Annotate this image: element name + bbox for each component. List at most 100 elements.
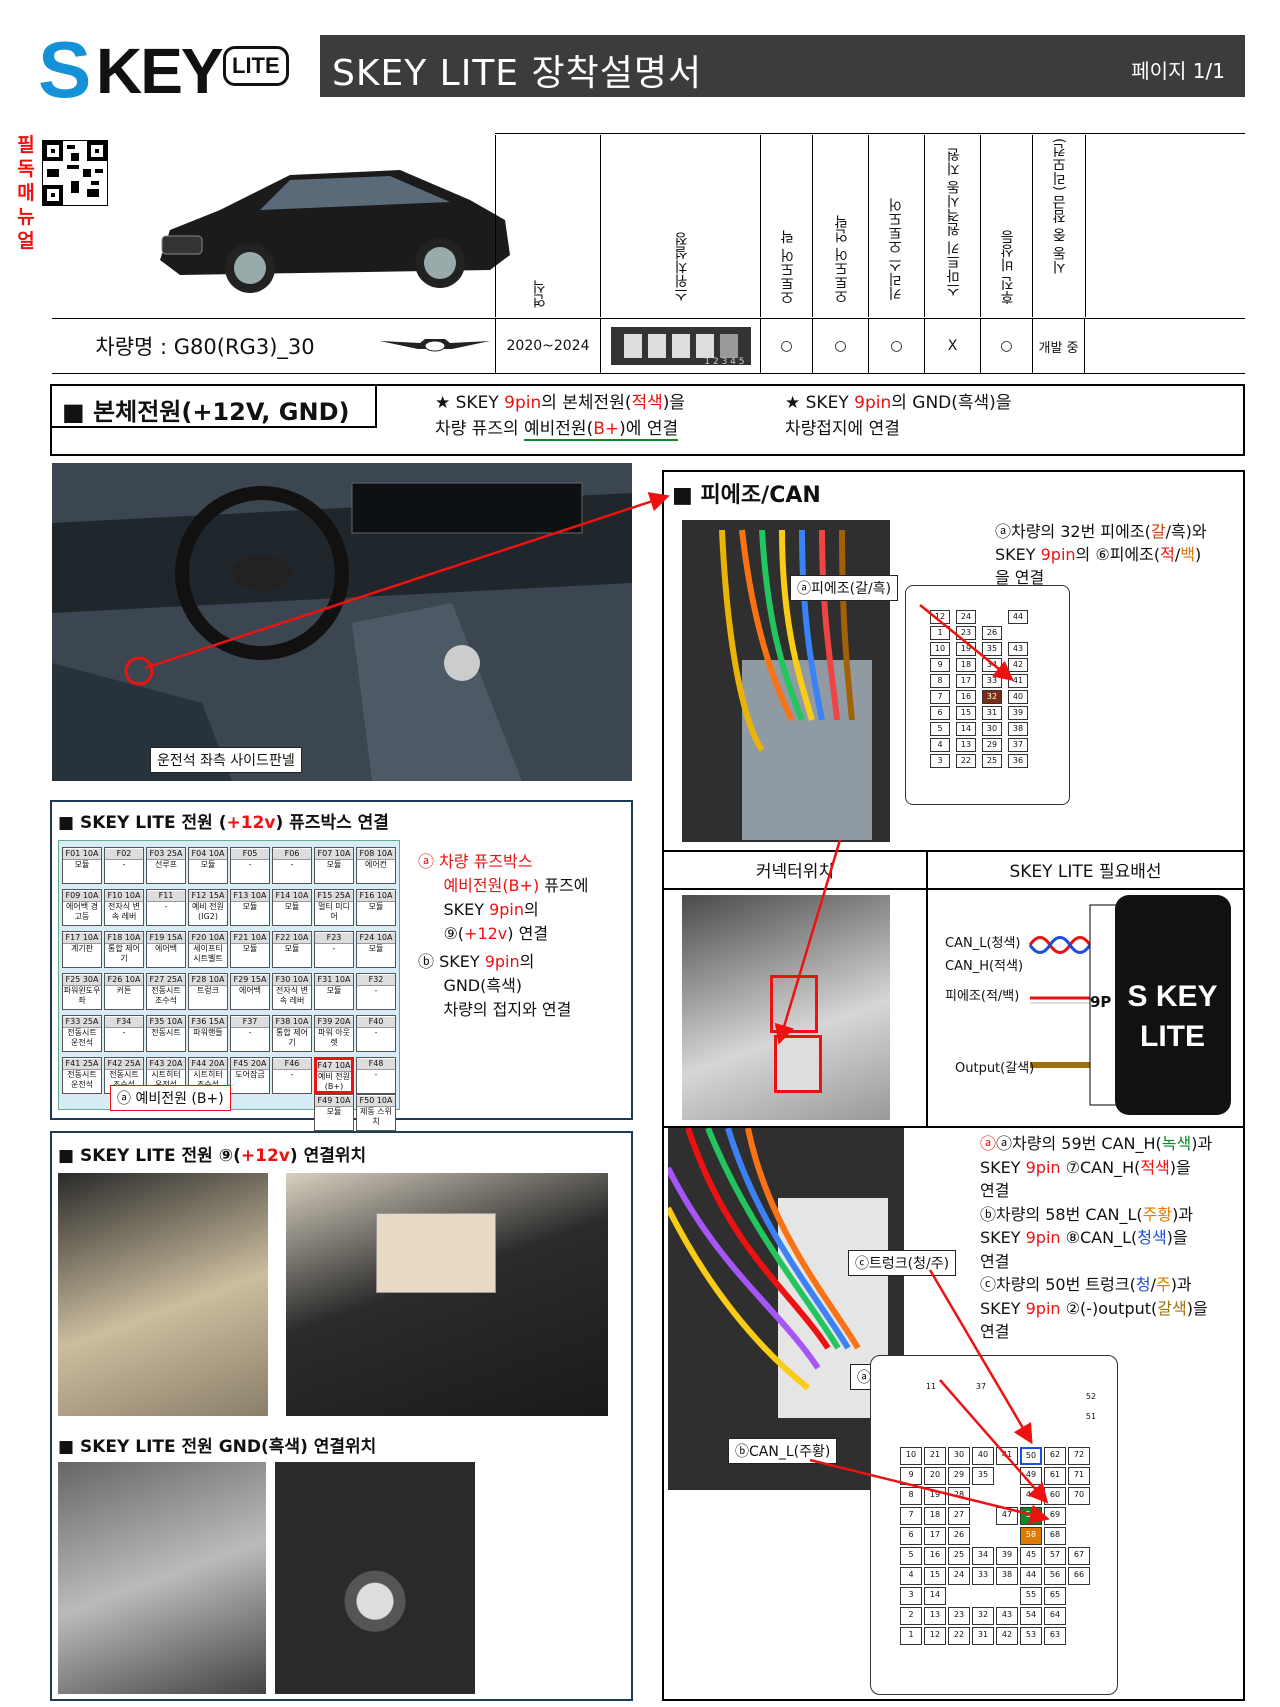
fuse-panel-photo xyxy=(286,1173,608,1416)
pin-cell: 33 xyxy=(982,674,1002,688)
pin-cell: 38 xyxy=(996,1567,1018,1585)
col-switch: 스위치설정 xyxy=(674,232,690,302)
logo-s: S xyxy=(38,25,91,114)
val-keyless: ○ xyxy=(868,318,924,374)
can-title: ■ 피에조/CAN xyxy=(672,483,821,508)
reserve-power-callout: ⓐ 예비전원 (B+) xyxy=(110,1085,231,1111)
pin-cell: 16 xyxy=(956,690,976,704)
pin-cell: 42 xyxy=(996,1627,1018,1645)
val-reverse: ○ xyxy=(980,318,1032,374)
lower-dash-photo xyxy=(58,1173,268,1416)
pin-cell: 30 xyxy=(948,1447,970,1465)
pin-cell: 12 xyxy=(924,1627,946,1645)
dash-label: 운전석 좌측 사이드판넬 xyxy=(150,747,302,773)
pin-cell: 24 xyxy=(956,610,976,624)
pin-cell: 17 xyxy=(924,1527,946,1545)
pin-cell: 37 xyxy=(1008,738,1028,752)
wiring-table xyxy=(664,850,1243,1128)
logo-key: KEY xyxy=(96,35,224,107)
dashboard-photo xyxy=(52,463,632,781)
gnd-location-title: ■ SKEY LITE 전원 GND(흑색) 연결위치 xyxy=(58,1437,377,1457)
pin-cell: 10 xyxy=(900,1447,922,1465)
dip-numbers: 1 2 3 4 5 xyxy=(704,357,745,367)
pin-cell: 6 xyxy=(900,1527,922,1545)
pin-cell: 34 xyxy=(972,1547,994,1565)
pin-cell: 15 xyxy=(924,1567,946,1585)
pin-cell: 26 xyxy=(948,1527,970,1545)
spec-row xyxy=(52,318,1245,374)
pin-cell: 65 xyxy=(1044,1587,1066,1605)
gnd-photo-1 xyxy=(58,1462,266,1694)
fuse-cell: F37- xyxy=(230,1015,270,1052)
col-year: 연식 xyxy=(532,280,548,308)
connector-position-photo xyxy=(682,895,890,1120)
output-label: Output(갈색) xyxy=(955,1061,1035,1076)
fuse-cell: F32- xyxy=(356,973,396,1010)
pin-cell: 51 xyxy=(1080,1410,1102,1428)
pin-cell: 19 xyxy=(924,1487,946,1505)
pin-cell: 5 xyxy=(900,1547,922,1565)
pin-cell: 31 xyxy=(972,1627,994,1645)
pin-cell: 9 xyxy=(930,658,950,672)
pin-cell: 18 xyxy=(924,1507,946,1525)
pin-cell: 8 xyxy=(900,1487,922,1505)
pin-cell: 3 xyxy=(900,1587,922,1605)
pin-cell: 10 xyxy=(930,642,950,656)
pin-cell: 53 xyxy=(1020,1627,1042,1645)
spec-top-line xyxy=(495,133,1245,134)
power-title: ■ 본체전원(+12V, GND) xyxy=(52,386,377,428)
fuse-cell: F34- xyxy=(104,1015,144,1052)
pin-cell: 27 xyxy=(948,1507,970,1525)
title-bar: SKEY LITE 장착설명서 페이지 1/1 xyxy=(320,35,1245,97)
can-connector-photo xyxy=(668,1128,904,1490)
power-location-title: ■ SKEY LITE 전원 ⑨(+12v) 연결위치 xyxy=(58,1146,367,1166)
val-lock-running: 개발 중 xyxy=(1032,318,1085,374)
pin-cell: 23 xyxy=(956,626,976,640)
pin-cell: 18 xyxy=(956,658,976,672)
col-auto-lock: 오토도어 락 xyxy=(780,230,796,305)
pin-cell: 39 xyxy=(996,1547,1018,1565)
fusebox-desc-a: ⓐ 차량 퓨즈박스 예비전원(B+) 퓨즈에 SKEY 9pin의 ⑨(+12v… xyxy=(418,852,589,943)
pin-cell: 15 xyxy=(956,706,976,720)
pin-cell: 39 xyxy=(1008,706,1028,720)
doc-title: SKEY LITE 장착설명서 xyxy=(332,53,703,94)
pin-cell: 35 xyxy=(982,642,1002,656)
pin-cell: 41 xyxy=(1008,674,1028,688)
pin-cell: 16 xyxy=(924,1547,946,1565)
pin-cell: 17 xyxy=(956,674,976,688)
pin-cell: 22 xyxy=(956,754,976,768)
val-remote-start: X xyxy=(924,318,980,374)
pin-cell: 37 xyxy=(970,1380,992,1398)
qr-code[interactable] xyxy=(42,140,108,206)
fuse-cell: F48- xyxy=(356,1057,396,1094)
trunk-callout: ⓒ트렁크(청/주) xyxy=(848,1250,957,1276)
genesis-emblem xyxy=(380,335,490,357)
pin-cell: 70 xyxy=(1068,1487,1090,1505)
pin-cell: 4 xyxy=(900,1567,922,1585)
pin-cell: 36 xyxy=(1008,754,1028,768)
pin-cell: 32 xyxy=(982,690,1002,704)
pin-cell: 45 xyxy=(1020,1547,1042,1565)
page-indicator: 페이지 1/1 xyxy=(1131,59,1225,83)
val-auto-lock: ○ xyxy=(760,318,812,374)
pin-cell: 41 xyxy=(996,1447,1018,1465)
